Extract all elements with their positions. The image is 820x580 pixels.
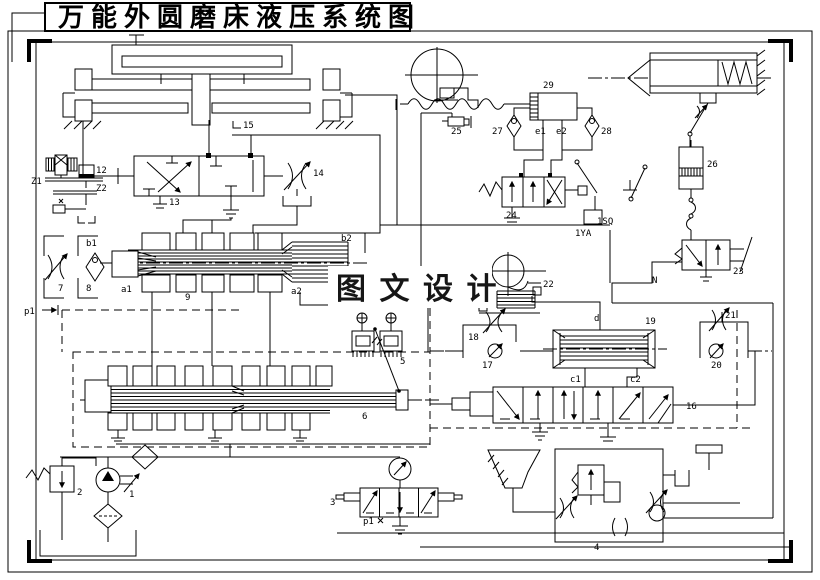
label-1ya: 1YA [575, 229, 592, 239]
label-16: 16 [686, 402, 697, 412]
label-b1: b1 [86, 239, 97, 249]
ground-hatch-left [63, 120, 102, 130]
label-e1: e1 [535, 127, 546, 137]
label-15: 15 [243, 121, 254, 131]
filter-26 [678, 140, 704, 240]
gauge-valve-3 [335, 457, 463, 535]
label-1sq: 1SQ [597, 217, 613, 227]
label-e2: e2 [556, 127, 567, 137]
label-b2: b2 [341, 234, 352, 244]
valve-29 [523, 92, 578, 177]
valve-23 [609, 230, 753, 303]
ground-hatch-right [315, 120, 354, 130]
label-2: 2 [77, 488, 82, 498]
label-13: 13 [169, 198, 180, 208]
label-26: 26 [707, 160, 718, 170]
label-4: 4 [594, 543, 599, 553]
label-p1-left: p1 [24, 307, 35, 317]
label-14: 14 [313, 169, 324, 179]
watermark-text: 图 文 设 计 [336, 272, 500, 306]
lubrication-box-4 [554, 444, 723, 543]
top-handwheel [405, 47, 479, 108]
page-title: 万能外圆磨床液压系统图 [58, 2, 421, 32]
label-27: 27 [492, 127, 503, 137]
pilot-spool-valve-9 [77, 232, 370, 299]
label-c2: c2 [630, 375, 641, 385]
label-22: 22 [543, 280, 554, 290]
label-20: 20 [711, 361, 722, 371]
title-box [44, 2, 411, 32]
label-12: 12 [96, 166, 107, 176]
label-21: 21 [725, 311, 736, 321]
lever-mechanism-5 [351, 312, 403, 357]
label-9: 9 [185, 293, 190, 303]
label-25: 25 [451, 127, 462, 137]
label-5: 5 [400, 357, 405, 367]
switch-1sq-1ya [574, 159, 648, 225]
cylinder-19 [531, 296, 667, 369]
label-6: 6 [362, 412, 367, 422]
throttle-21-check-20 [699, 307, 749, 428]
label-3: 3 [330, 498, 335, 508]
label-19: 19 [645, 317, 656, 327]
label-28: 28 [601, 127, 612, 137]
label-z2: Z2 [96, 184, 107, 194]
label-24: 24 [506, 211, 517, 221]
check-valves-27-28 [506, 107, 600, 151]
label-n: N [652, 276, 657, 286]
label-23: 23 [733, 267, 744, 277]
label-7: 7 [58, 284, 63, 294]
label-18: 18 [468, 333, 479, 343]
flexible-cable [395, 98, 530, 110]
title-block: 万能外圆磨床液压系统图 [44, 2, 421, 32]
label-1: 1 [129, 490, 134, 500]
label-c1: c1 [570, 375, 581, 385]
valve-24 [478, 173, 588, 223]
tailstock-cylinder [588, 49, 772, 147]
valve-13 [117, 125, 283, 219]
label-29: 29 [543, 81, 554, 91]
label-a1: a1 [121, 285, 132, 295]
component-labels: Z1 12 Z2 13 14 15 b1 b2 a1 a2 9 7 8 p1 5… [24, 81, 744, 553]
main-spool-valve-6 [72, 327, 440, 448]
throttle-14 [232, 134, 381, 234]
component-25 [420, 112, 610, 226]
watermark: 图 文 设 计 [328, 266, 500, 308]
pilot-lever-group [45, 154, 103, 224]
pump-group [25, 444, 159, 557]
lube-funnel [487, 449, 555, 513]
label-d: d [594, 314, 599, 324]
label-17: 17 [482, 361, 493, 371]
label-8: 8 [86, 284, 91, 294]
pipes [60, 94, 790, 548]
label-z1: Z1 [31, 177, 42, 187]
worktable-cylinder [62, 34, 354, 130]
label-p1-bottom: p1 [363, 517, 374, 527]
label-a2: a2 [291, 287, 302, 297]
